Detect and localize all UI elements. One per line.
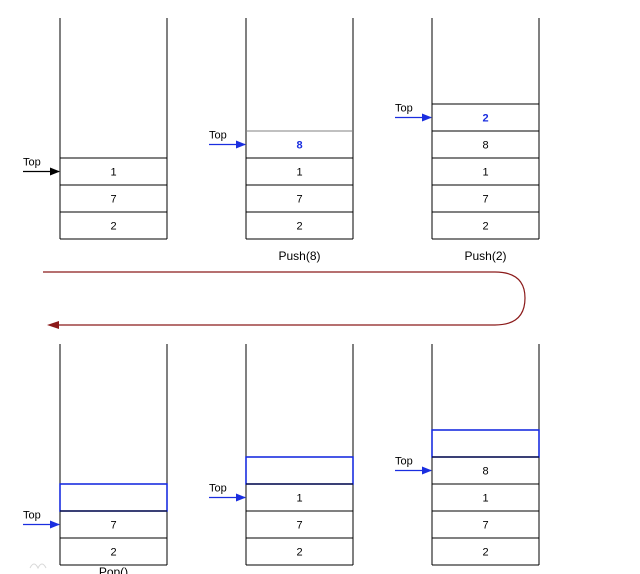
top-label: Top	[209, 483, 227, 495]
cell-value: 2	[482, 221, 488, 233]
stack-1: 1 7 2 Top	[23, 18, 168, 240]
cell-value: 7	[296, 194, 302, 206]
cell-value: 1	[482, 493, 488, 505]
cell-value: 2	[296, 221, 302, 233]
cell-value: 7	[110, 520, 116, 532]
stack-5: 1 7 2 Top	[209, 344, 354, 566]
cell-value: 7	[296, 520, 302, 532]
popped-cell	[245, 456, 354, 485]
cell-value: 8	[296, 140, 302, 152]
cell-value: 2	[296, 547, 302, 559]
cell-value: 8	[482, 466, 488, 478]
watermark-mark	[29, 563, 47, 570]
stack-caption: Push(2)	[464, 249, 506, 263]
top-label: Top	[23, 157, 41, 169]
popped-cell	[59, 483, 168, 512]
top-label: Top	[395, 103, 413, 115]
stacks-layer: 172Top8172TopPush(8)28172TopPush(2)72Top…	[23, 18, 540, 574]
cell-value: 2	[110, 221, 116, 233]
flow-arrow	[43, 271, 526, 326]
top-label: Top	[209, 130, 227, 142]
cell-value: 2	[110, 547, 116, 559]
cell-value: 1	[296, 167, 302, 179]
top-label: Top	[395, 456, 413, 468]
stack-caption: Pop()	[99, 565, 128, 574]
cell-value: 2	[482, 113, 488, 125]
popped-cell	[431, 429, 540, 458]
flow-arrow-head	[47, 321, 59, 329]
cell-value: 1	[296, 493, 302, 505]
cell-value: 2	[482, 547, 488, 559]
stack-caption: Push(8)	[278, 249, 320, 263]
cell-value: 7	[110, 194, 116, 206]
stack-6: 8 1 7 2 Top	[395, 344, 540, 566]
cell-value: 7	[482, 520, 488, 532]
cell-value: 1	[110, 167, 116, 179]
top-label: Top	[23, 510, 41, 522]
cell-value: 8	[482, 140, 488, 152]
cell-value: 1	[482, 167, 488, 179]
cell-value: 7	[482, 194, 488, 206]
